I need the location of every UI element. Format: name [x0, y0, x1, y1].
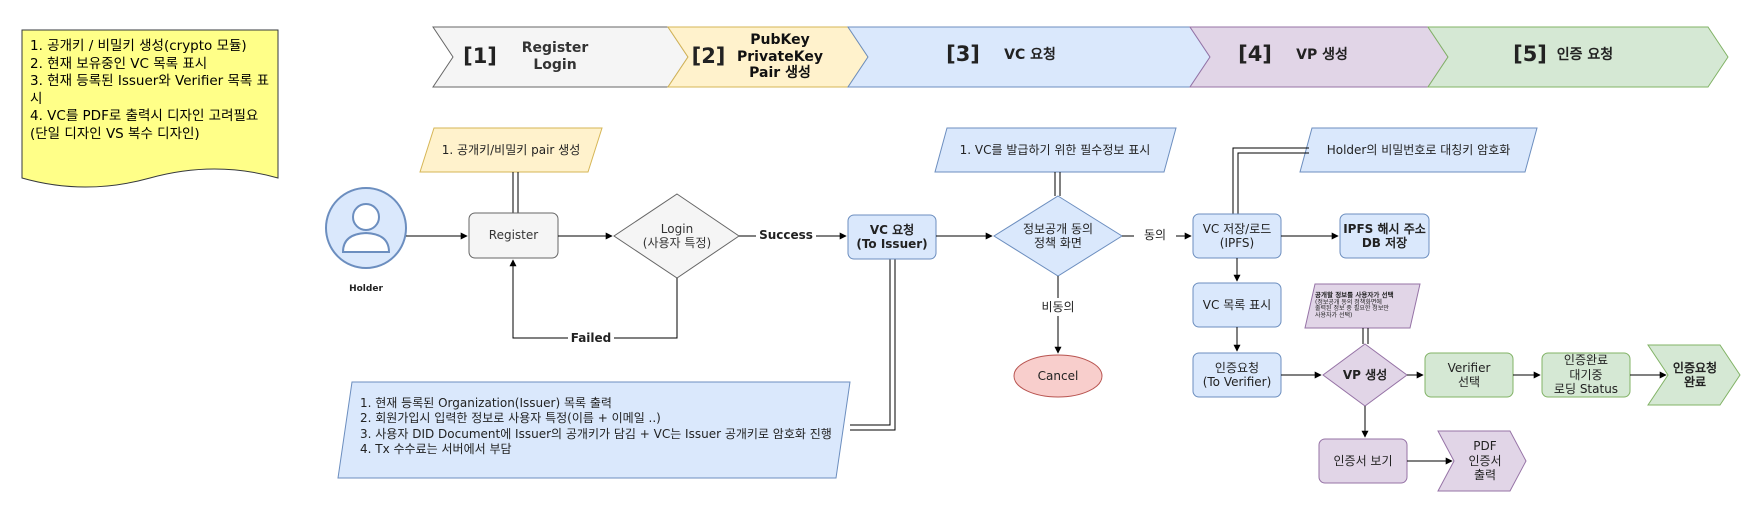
- double-connectors: [512, 147, 1369, 431]
- callout-vp-select: 공개할 정보를 사용자가 선택 (정보공개 동의 정책화면에 출력된 정보 중 …: [1315, 286, 1415, 326]
- holder-avatar-icon: [325, 187, 407, 269]
- callout-keypair-shape: [419, 127, 603, 173]
- note-line-1: 1. 공개키 / 비밀키 생성(crypto 모듈): [30, 38, 247, 54]
- note-line-2: 2. 현재 보유중인 VC 목록 표시: [30, 55, 208, 72]
- vc-request-shape: [847, 214, 937, 260]
- auth-complete-shape: [1647, 344, 1741, 406]
- pdf-out-shape: [1437, 430, 1527, 492]
- vc-store-node: VC 저장/로드 (IPFS): [1202, 221, 1272, 250]
- vp-create-node: VP 생성: [1342, 367, 1388, 382]
- callout-issuer-line-1: 1. 현재 등록된 Organization(Issuer) 목록 출력: [360, 396, 612, 410]
- sticky-note-shape: [21, 29, 279, 188]
- success-label: Success: [756, 226, 816, 244]
- auth-complete-node: 인증요청 완료: [1672, 360, 1718, 389]
- vc-request-node: VC 요청 (To Issuer): [856, 222, 928, 251]
- ipfs-db-node: IPFS 해시 주소 DB 저장: [1343, 221, 1426, 250]
- waiting-node: 인증완료 대기중 로딩 Status: [1553, 353, 1619, 397]
- callout-issuer-line-4: 4. Tx 수수료는 서버에서 부담: [360, 442, 512, 457]
- phase-4-number: [4]: [1238, 42, 1272, 67]
- agree-label: 동의: [1134, 226, 1176, 244]
- phase-1-label: Register Login: [521, 40, 589, 73]
- phase-5-shape: [1427, 26, 1729, 88]
- callout-issuer-line-2: 2. 회원가입시 입력한 정보로 사용자 특정(이름 + 이메일 ..): [360, 411, 661, 426]
- callout-vp-select-shape: [1304, 283, 1421, 329]
- failed-label: Failed: [568, 330, 614, 346]
- callout-issuer-shape: [337, 381, 851, 479]
- callout-vc-required-shape: [934, 127, 1177, 173]
- note-line-3: 3. 현재 등록된 Issuer와 Verifier 목록 표시: [30, 73, 270, 107]
- callout-vp-select-body: (정보공개 동의 정책화면에 출력된 정보 중 필요한 정보만 사용자가 선택): [1315, 298, 1389, 320]
- register-node: Register: [488, 228, 539, 243]
- phase-2-label: PubKey PrivateKey Pair 생성: [737, 31, 823, 82]
- consent-node: 정보공개 동의 정책 화면: [1022, 221, 1094, 250]
- phase-2-number: [2]: [691, 44, 726, 69]
- callout-symmetric-shape: [1299, 127, 1538, 173]
- auth-request-node: 인증요청 (To Verifier): [1202, 360, 1272, 389]
- callout-issuer: 1. 현재 등록된 Organization(Issuer) 목록 출력 2. …: [360, 396, 840, 468]
- note-line-4: 4. VC를 PDF로 출력시 디자인 고려필요(단일 디자인 VS 복수 디자…: [30, 108, 259, 142]
- note-text: 1. 공개키 / 비밀키 생성(crypto 모듈) 2. 현재 보유중인 VC…: [30, 38, 270, 156]
- vc-list-node: VC 목록 표시: [1202, 297, 1272, 312]
- phase-3-label: VC 요청: [1004, 46, 1056, 63]
- cancel-shape: [1013, 354, 1103, 398]
- callout-issuer-line-3: 3. 사용자 DID Document에 Issuer의 공개키가 담김 + V…: [360, 426, 832, 441]
- phase-1-number: [1]: [463, 44, 497, 69]
- verifier-node: Verifier 선택: [1447, 360, 1491, 389]
- view-cert-node: 인증서 보기: [1333, 453, 1393, 468]
- callout-vp-select-title: 공개할 정보를 사용자가 선택: [1315, 290, 1394, 299]
- disagree-label: 비동의: [1036, 298, 1080, 316]
- phase-3-number: [3]: [946, 42, 980, 67]
- callout-symmetric: Holder의 비밀번호로 대칭키 암호화: [1326, 142, 1511, 157]
- phase-4-label: VP 생성: [1296, 46, 1348, 63]
- phase-5-label: 인증 요청: [1556, 46, 1614, 63]
- phase-5-number: [5]: [1513, 42, 1547, 67]
- pdf-out-node: PDF 인증서 출력: [1468, 439, 1502, 483]
- cancel-node: Cancel: [1037, 368, 1079, 383]
- ipfs-db-shape: [1339, 213, 1430, 259]
- login-node: Login (사용자 특정): [642, 221, 712, 250]
- holder-label: Holder: [349, 283, 383, 294]
- callout-keypair: 1. 공개키/비밀키 pair 생성: [441, 142, 581, 157]
- callout-vc-required: 1. VC를 발급하기 위한 필수정보 표시: [959, 142, 1151, 157]
